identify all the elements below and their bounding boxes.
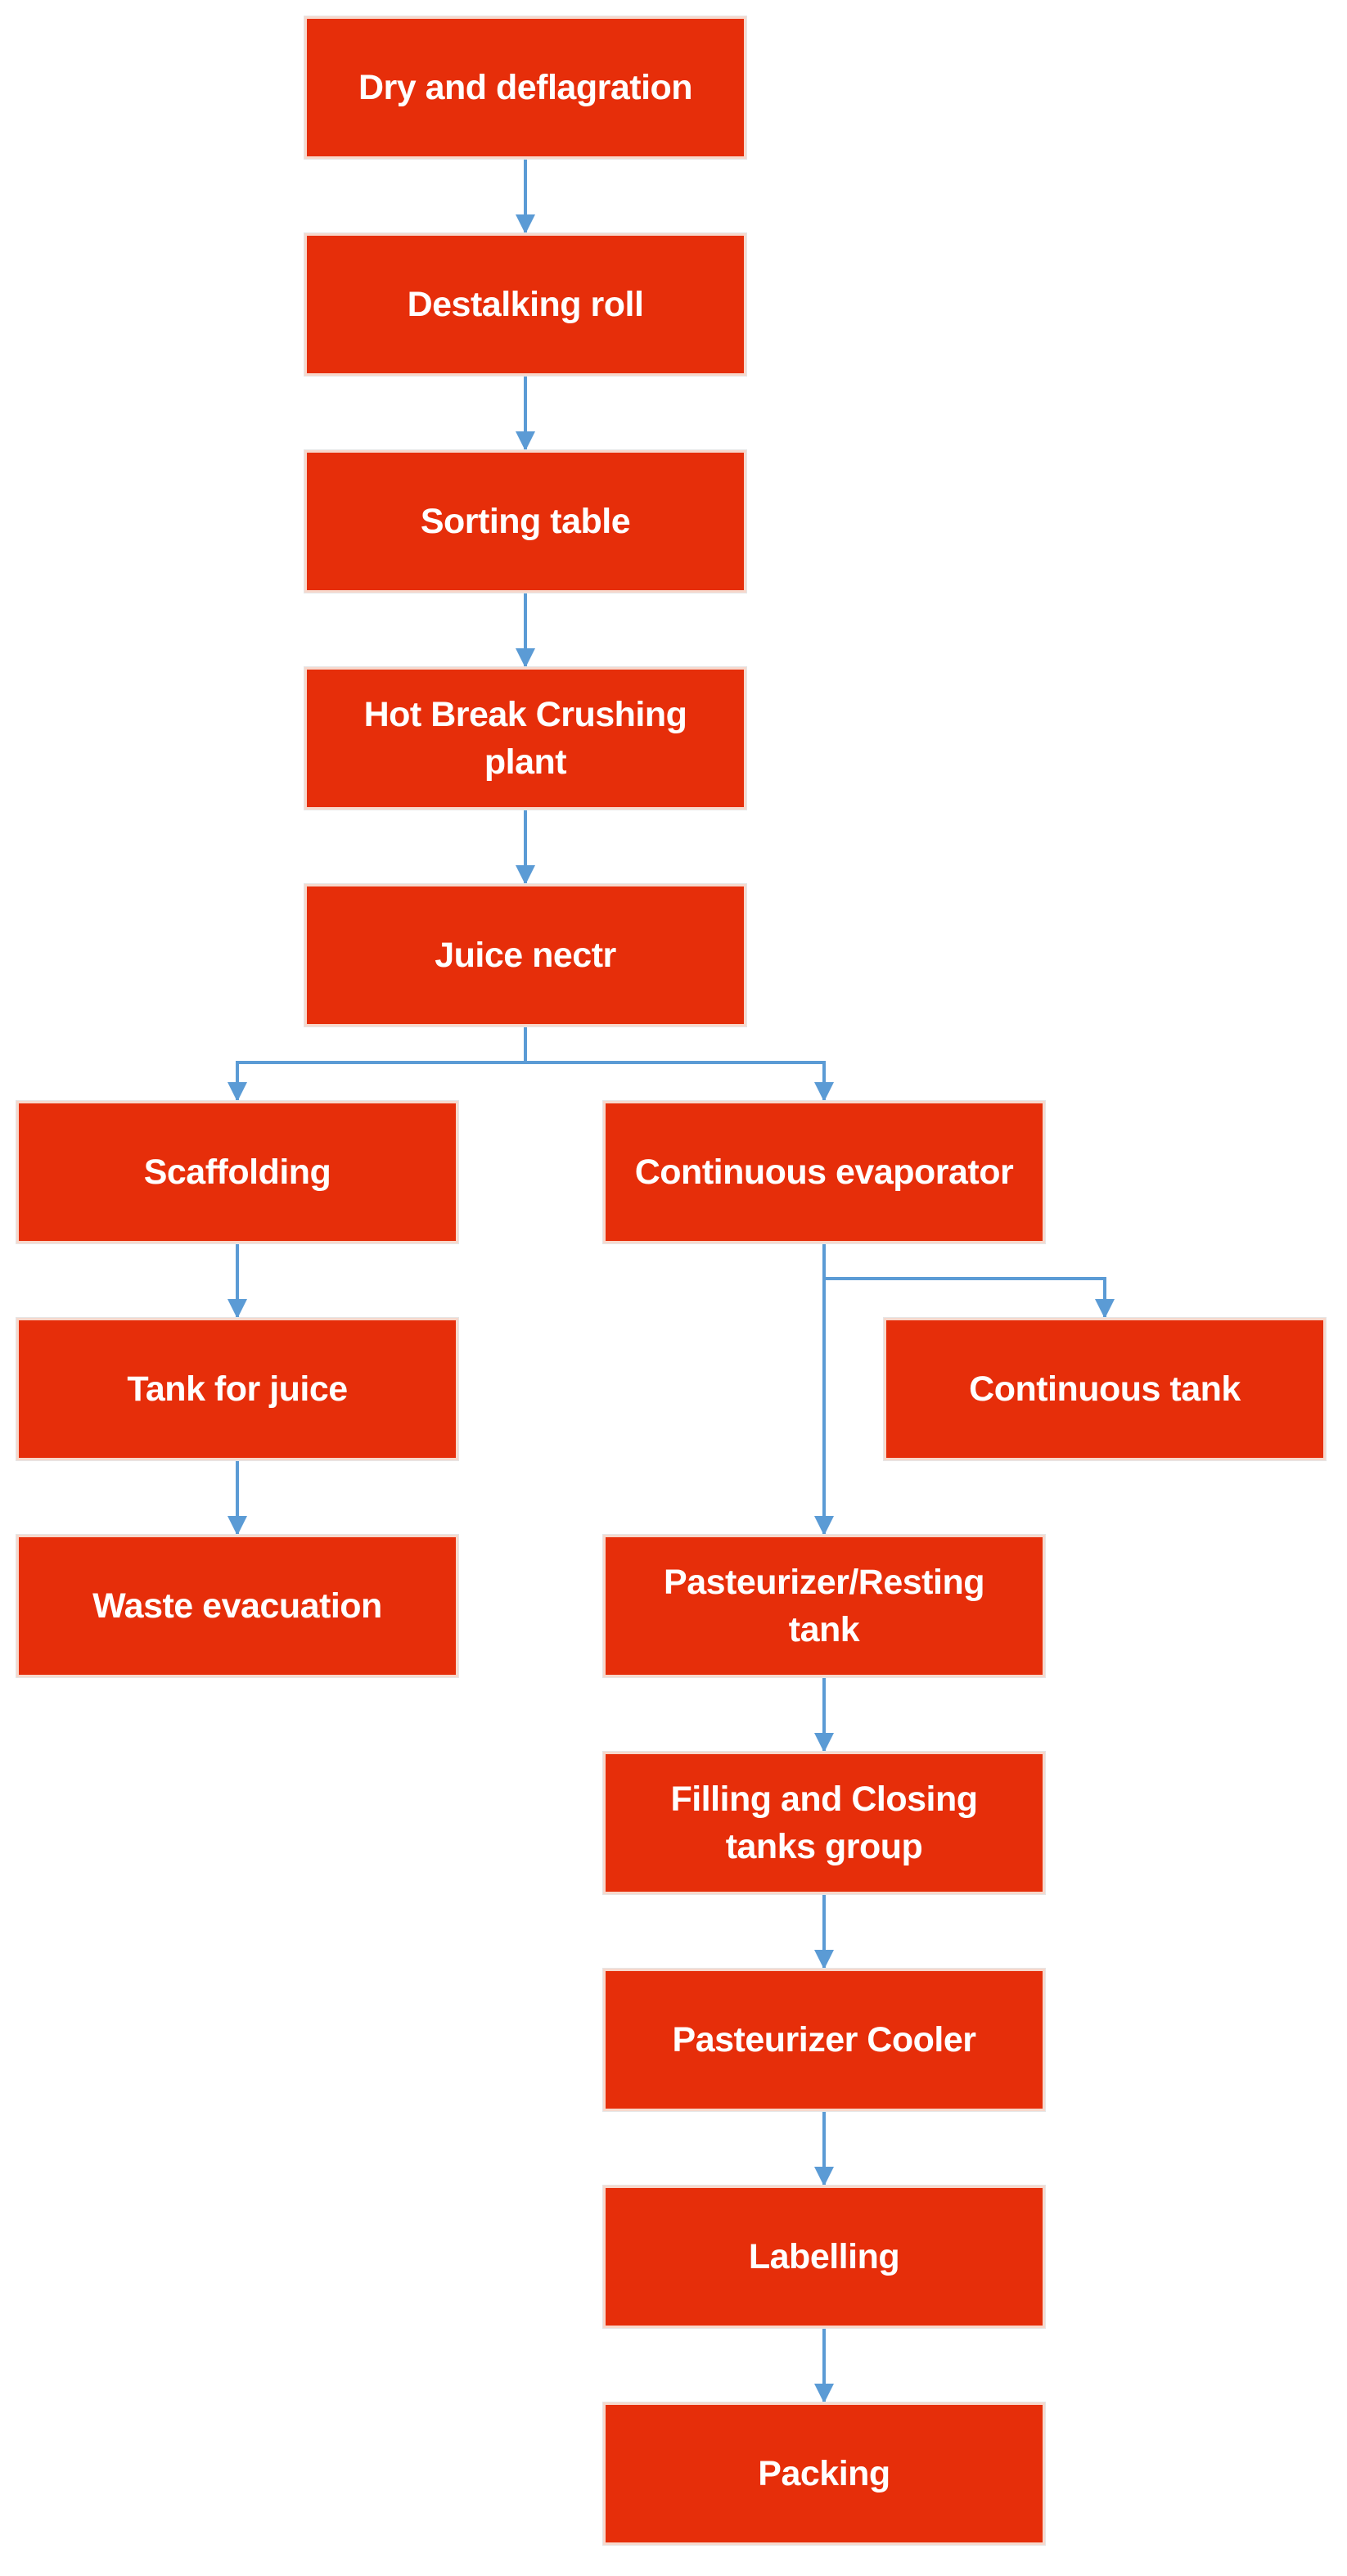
node-pasteurizer-resting-tank: Pasteurizer/Resting tank	[603, 1535, 1045, 1677]
arrowhead-destalk	[516, 214, 535, 234]
node-label: Pasteurizer Cooler	[672, 2019, 976, 2059]
node-label: Dry and deflagration	[358, 67, 693, 107]
node-label: Filling and Closing tanks group	[670, 1779, 978, 1866]
node-hot-break-crushing-plant: Hot Break Crushing plant	[304, 667, 746, 810]
node-packing: Packing	[603, 2402, 1045, 2545]
node-pasteurizer-cooler: Pasteurizer Cooler	[603, 1969, 1045, 2111]
node-label: Tank for juice	[127, 1369, 348, 1409]
arrowhead-tankjuice	[228, 1299, 247, 1319]
arrow-juice-to-scaffolding	[236, 1026, 527, 1100]
node-label: Labelling	[748, 2236, 900, 2276]
arrow-evaporator-to-conttank	[822, 1243, 1106, 1317]
arrow-juice-to-evaporator	[525, 1061, 826, 1100]
node-label: Continuous evaporator	[634, 1152, 1014, 1192]
node-label: Scaffolding	[143, 1152, 331, 1192]
arrowhead-labelling	[814, 2167, 834, 2186]
node-juice-nectr: Juice nectr	[304, 884, 746, 1026]
node-label: Continuous tank	[969, 1369, 1241, 1409]
node-tank-for-juice: Tank for juice	[16, 1318, 458, 1460]
node-label: Packing	[758, 2453, 890, 2493]
arrowhead-juice	[516, 865, 535, 885]
node-dry-and-deflagration: Dry and deflagration	[304, 16, 746, 159]
node-label: Pasteurizer/Resting tank	[664, 1562, 984, 1649]
arrowhead-evaporator	[814, 1082, 834, 1102]
node-scaffolding: Scaffolding	[16, 1101, 458, 1243]
arrowhead-scaffolding	[228, 1082, 247, 1102]
arrowhead-conttank	[1095, 1299, 1115, 1319]
arrowhead-filling	[814, 1733, 834, 1753]
arrowhead-hotbreak	[516, 648, 535, 668]
node-filling-and-closing-tanks-group: Filling and Closing tanks group	[603, 1752, 1045, 1894]
node-label: Destalking roll	[407, 284, 644, 324]
node-labelling: Labelling	[603, 2186, 1045, 2328]
node-label: Juice nectr	[435, 935, 616, 975]
node-continuous-evaporator: Continuous evaporator	[603, 1101, 1045, 1243]
arrowhead-sorting	[516, 431, 535, 451]
node-continuous-tank: Continuous tank	[884, 1318, 1326, 1460]
node-sorting-table: Sorting table	[304, 450, 746, 593]
node-label: Sorting table	[420, 501, 631, 541]
node-destalking-roll: Destalking roll	[304, 233, 746, 376]
arrowhead-packing	[814, 2384, 834, 2403]
arrowhead-cooler	[814, 1950, 834, 1969]
node-label: Waste evacuation	[92, 1586, 382, 1626]
node-waste-evacuation: Waste evacuation	[16, 1535, 458, 1677]
node-label: Hot Break Crushing plant	[363, 694, 687, 782]
arrowhead-waste	[228, 1516, 247, 1536]
arrowhead-pasteurizer	[814, 1516, 834, 1536]
